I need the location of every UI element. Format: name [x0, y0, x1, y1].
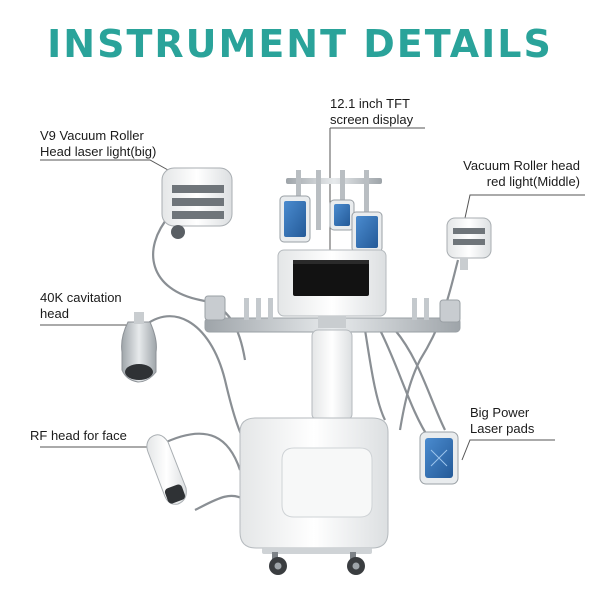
callout-lines — [40, 127, 585, 461]
page-title: INSTRUMENT DETAILS — [47, 22, 553, 66]
callout-cavitation-line2: head — [40, 306, 69, 321]
rack-laser-pads — [279, 195, 383, 253]
callout-screen-line1: 12.1 inch TFT — [330, 96, 410, 111]
rf-face-handpiece — [146, 434, 187, 505]
callout-screen-line2: screen display — [330, 112, 414, 127]
callout-rf-head: RF head for face — [30, 428, 127, 444]
callout-cavitation-line1: 40K cavitation — [40, 290, 122, 305]
tft-screen — [277, 249, 387, 317]
callout-rf-head-line1: RF head for face — [30, 428, 127, 443]
casters — [269, 552, 365, 575]
callout-laser-pads-line1: Big Power — [470, 405, 530, 420]
callout-cavitation: 40K cavitation head — [40, 290, 122, 322]
callout-laser-pads: Big Power Laser pads — [470, 405, 534, 437]
cavitation-handpiece — [121, 312, 157, 383]
stand-column — [311, 316, 353, 421]
callout-screen: 12.1 inch TFT screen display — [330, 96, 413, 128]
callout-laser-pads-line2: Laser pads — [470, 421, 535, 436]
main-cabinet — [239, 417, 389, 554]
callout-v9-roller: V9 Vacuum Roller Head laser light(big) — [40, 128, 156, 160]
big-laser-pad — [419, 431, 459, 485]
callout-middle-roller-line2: red light(Middle) — [486, 174, 580, 189]
middle-roller-handpiece — [446, 217, 492, 270]
callout-v9-roller-line2: Head laser light(big) — [40, 144, 157, 159]
callout-middle-roller: Vacuum Roller head red light(Middle) — [420, 158, 580, 190]
v9-roller-handpiece — [161, 167, 233, 239]
callout-middle-roller-line1: Vacuum Roller head — [463, 158, 580, 173]
callout-v9-roller-line1: V9 Vacuum Roller — [40, 128, 144, 143]
